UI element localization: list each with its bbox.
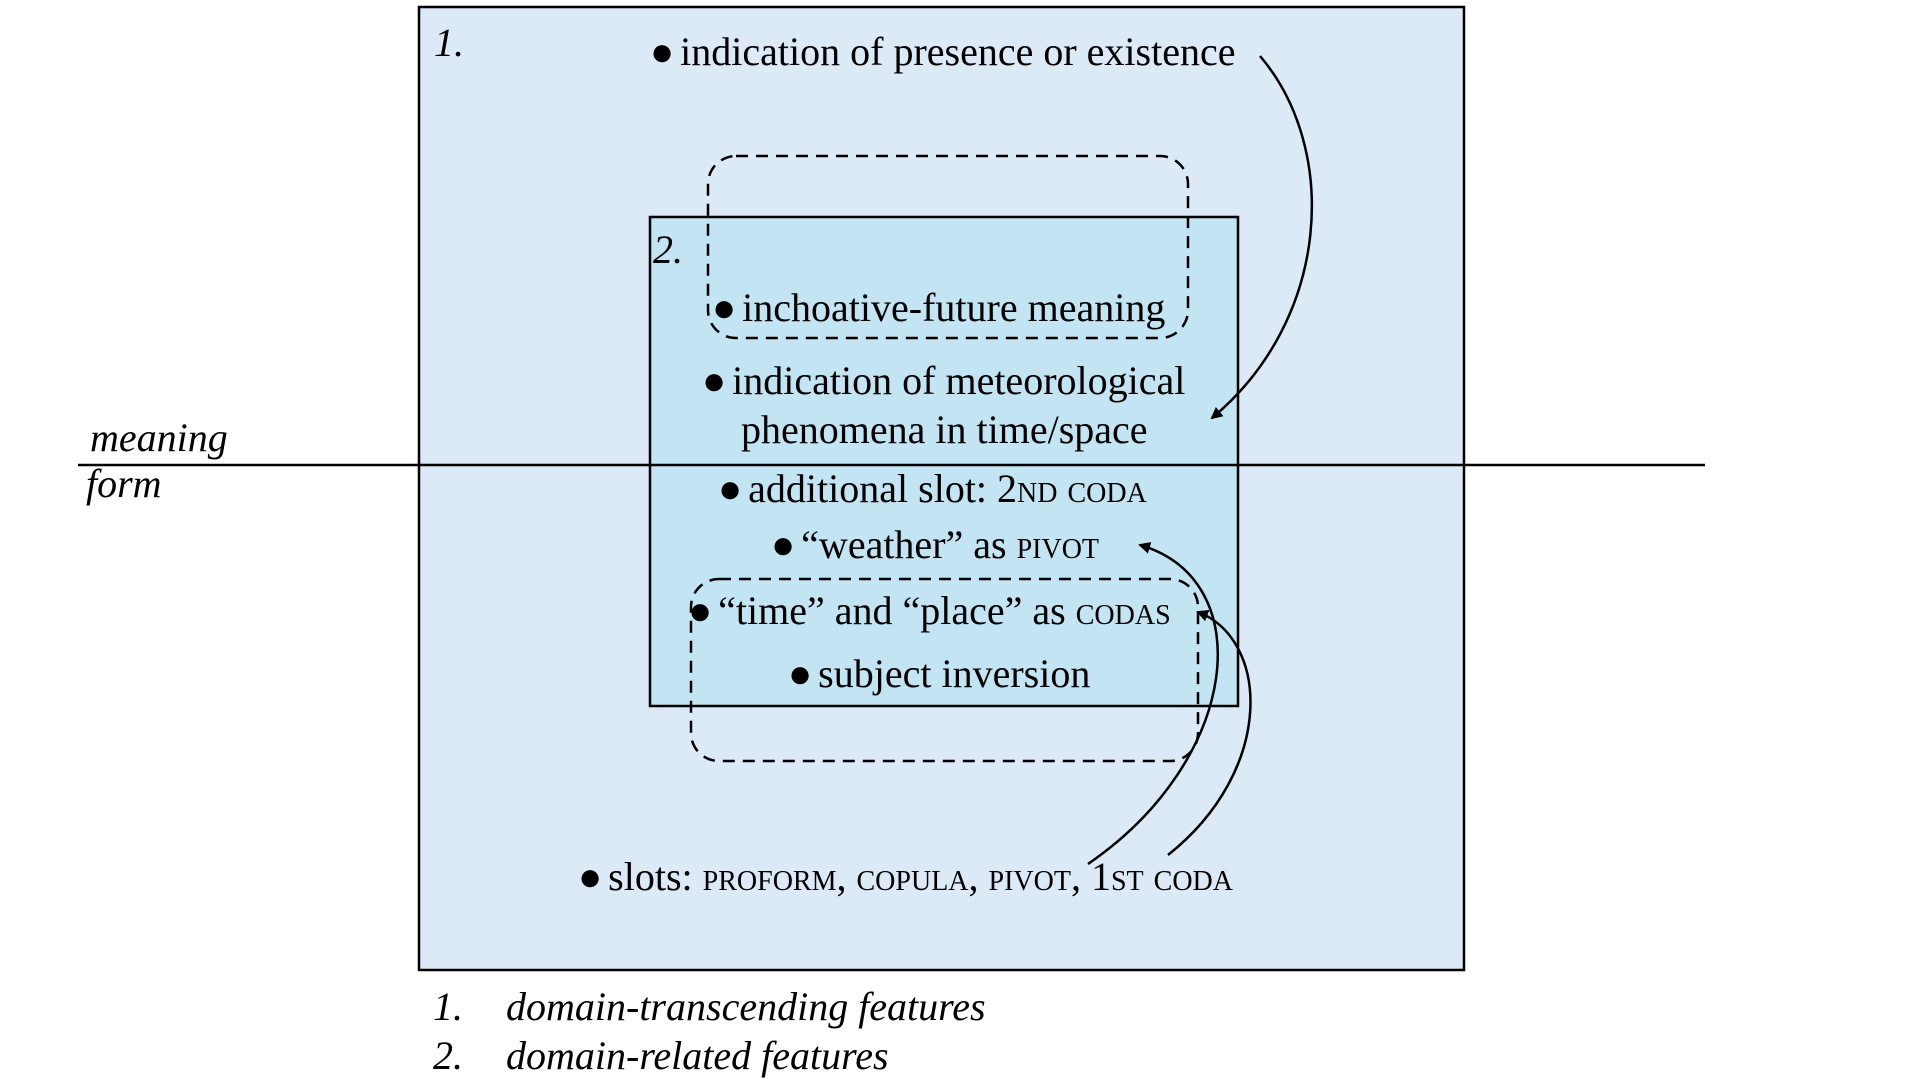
feature-presence: ●indication of presence or existence (650, 29, 1235, 75)
feature-time-place: ●“time” and “place” as codas (688, 588, 1171, 634)
legend-item-1-number: 1. (433, 984, 463, 1029)
legend-item-2-text: domain-related features (506, 1033, 889, 1078)
slot-coda: st coda (1110, 854, 1233, 899)
inner-box (648, 215, 1240, 708)
feature-presence-text: indication of presence or existence (680, 29, 1236, 74)
feature-meteorological-text1: indication of meteorological (732, 358, 1186, 403)
feature-subject-inversion-text: subject inversion (818, 651, 1091, 696)
outer-box-number: 1. (434, 20, 464, 65)
dashed-box-bottom (689, 577, 1200, 763)
slots-sep3: , 1 (1070, 854, 1111, 899)
slot-proform: proform (702, 854, 837, 899)
feature-additional-slot: ●additional slot: 2nd coda (718, 466, 1147, 512)
bullet-icon: ● (788, 651, 813, 696)
feature-additional-slot-text: additional slot: 2 (748, 466, 1018, 511)
slots-sep1: , (836, 854, 857, 899)
feature-meteorological-line2: phenomena in time/space (741, 407, 1148, 452)
feature-inchoative: ●inchoative-future meaning (712, 285, 1165, 331)
form-label: form (86, 461, 162, 506)
inner-box-number: 2. (653, 227, 683, 272)
legend-item-1-text: domain-transcending features (506, 984, 986, 1029)
arrow-presence-to-meteorological (1210, 55, 1314, 420)
dashed-box-top (706, 154, 1190, 340)
arrow-slots-to-weather-pivot (1087, 542, 1220, 866)
legend-item-2-number: 2. (433, 1033, 463, 1078)
feature-inchoative-text: inchoative-future meaning (742, 285, 1166, 330)
arrow-slots-to-codas (1167, 610, 1252, 856)
feature-slots: ●slots: proform, copula, pivot, 1st coda (578, 854, 1233, 900)
feature-additional-slot-sc: nd coda (1017, 466, 1147, 511)
feature-time-place-text: “time” and “place” as (718, 588, 1076, 633)
slots-sep2: , (968, 854, 989, 899)
slot-copula: copula (856, 854, 969, 899)
feature-subject-inversion: ●subject inversion (788, 651, 1090, 697)
feature-weather-pivot-sc: pivot (1016, 522, 1100, 567)
slot-pivot: pivot (988, 854, 1071, 899)
bullet-icon: ● (578, 854, 603, 899)
bullet-icon: ● (712, 285, 737, 330)
bullet-icon: ● (718, 466, 743, 511)
bullet-icon: ● (702, 358, 727, 403)
bullet-icon: ● (688, 588, 713, 633)
bullet-icon: ● (771, 522, 796, 567)
slots-prefix: slots: (608, 854, 703, 899)
bullet-icon: ● (650, 29, 675, 74)
feature-weather-pivot: ●“weather” as pivot (771, 522, 1099, 568)
feature-meteorological-line1: ●indication of meteorological (702, 358, 1185, 404)
feature-time-place-sc: codas (1075, 588, 1171, 633)
meaning-label: meaning (90, 415, 228, 460)
feature-weather-pivot-text: “weather” as (801, 522, 1017, 567)
